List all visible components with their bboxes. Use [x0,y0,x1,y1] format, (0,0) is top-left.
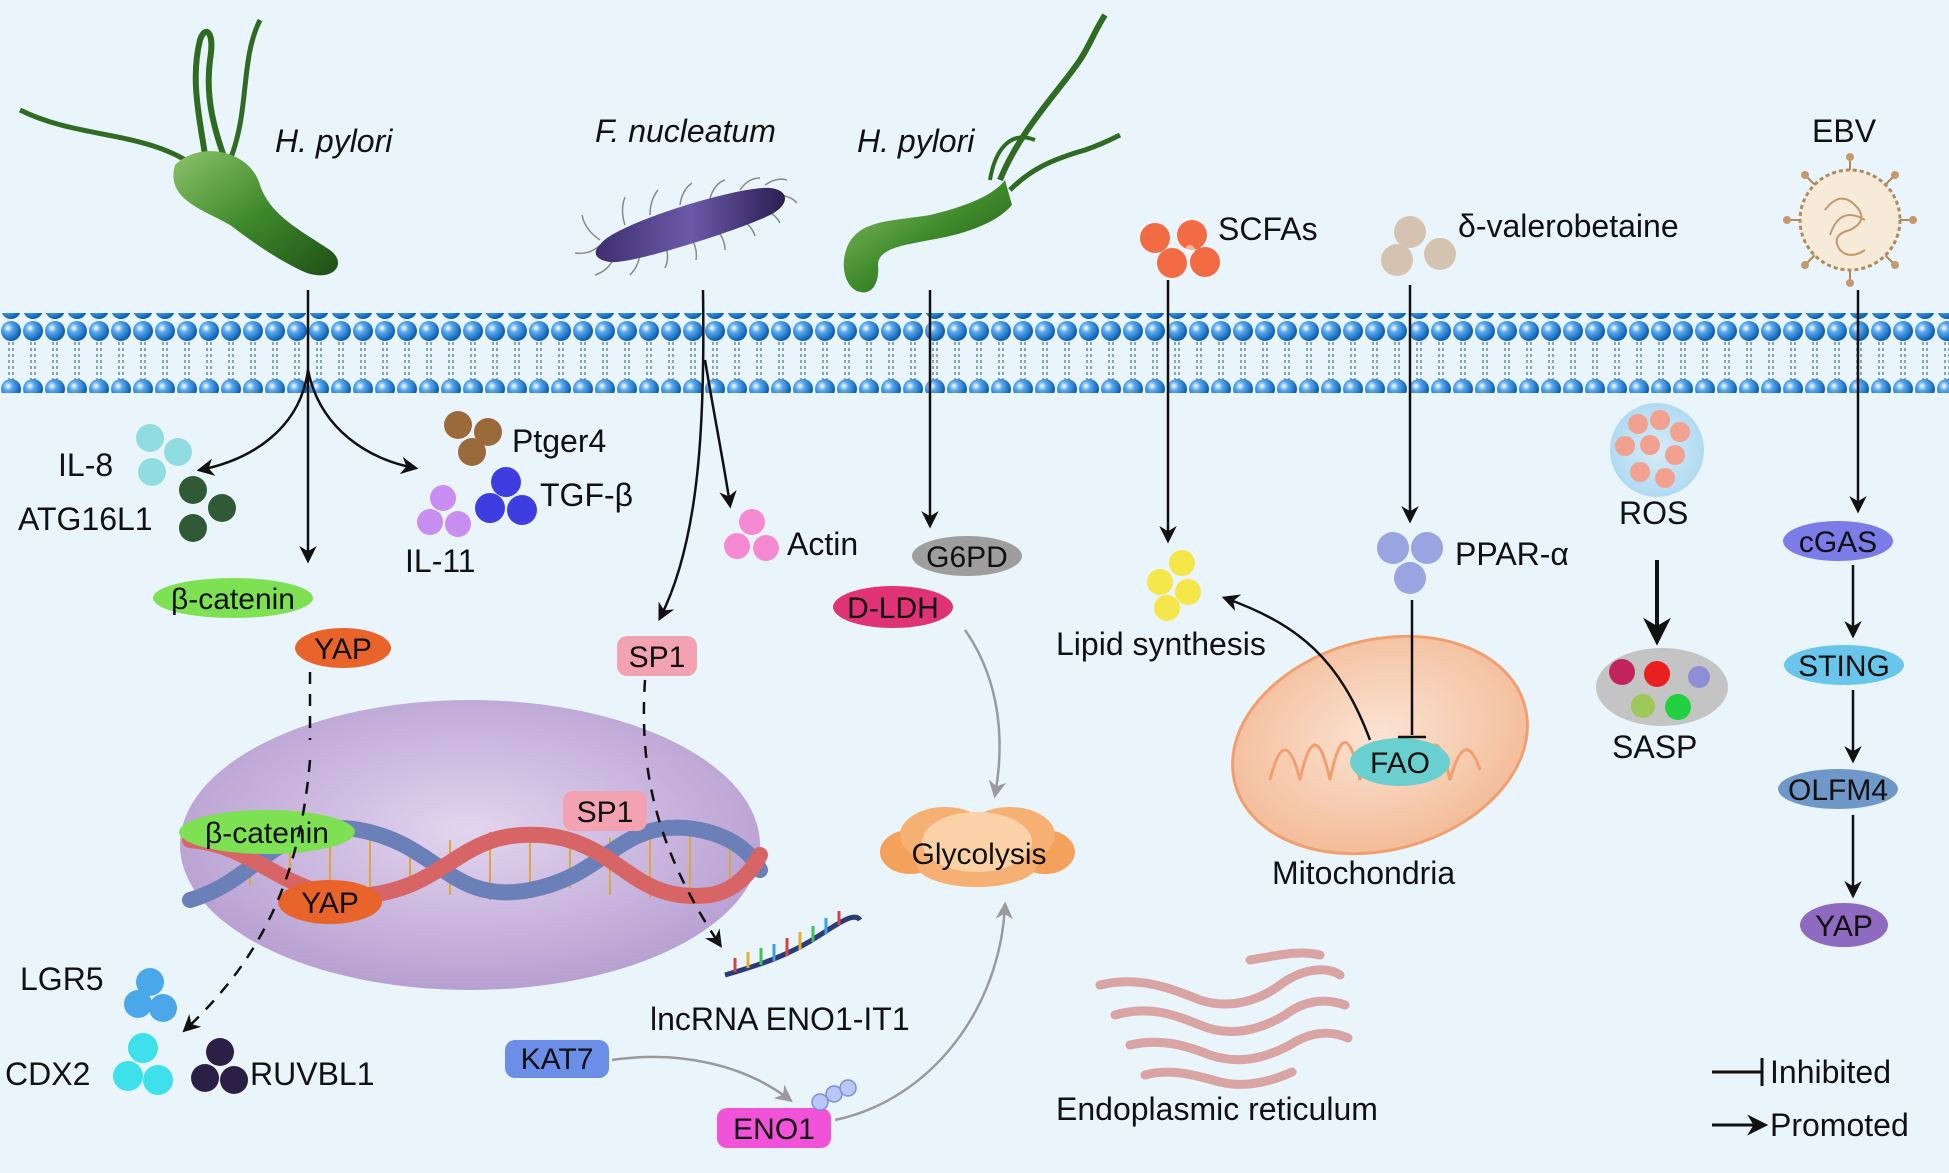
er-label: Endoplasmic reticulum [1056,1091,1378,1127]
arrow-hpylori-il8 [196,369,310,476]
yap-pill-top: YAP [295,628,391,668]
g6pd-pill: G6PD [912,536,1022,576]
actin-icon [724,509,779,561]
ruvbl1-label: RUVBL1 [250,1056,375,1092]
lipid-bilayer-icon [0,313,1949,393]
svg-text:SP1: SP1 [629,641,686,674]
arrow-eno1-glycolysis [834,901,1014,1122]
svg-text:β-catenin: β-catenin [171,583,295,616]
svg-text:YAP: YAP [301,887,359,920]
scfas-label: SCFAs [1218,211,1318,247]
fao-pill: FAO [1350,738,1450,786]
ruvbl1-icon [191,1038,248,1094]
mitochondria-label: Mitochondria [1272,855,1455,891]
tgfb-icon [475,467,537,525]
arrow-fuso-sp1 [658,289,705,622]
bcatenin-pill-top: β-catenin [153,578,313,618]
lipid-synthesis-label: Lipid synthesis [1056,626,1266,662]
fnucleatum-label: F. nucleatum [595,113,776,149]
valerobetaine-icon [1381,216,1456,276]
hpylori-label-1: H. pylori [275,123,393,159]
yap-pill-nucleus: YAP [278,880,382,924]
scfas-icon [1140,220,1220,278]
lncrna-icon [724,911,863,978]
helicobacter-pylori-icon [843,13,1122,293]
svg-text:YAP: YAP [314,633,372,666]
sasp-label: SASP [1612,729,1697,765]
valerobetaine-label: δ-valerobetaine [1458,208,1679,244]
legend: Inhibited Promoted [1712,1054,1909,1143]
il11-label: IL-11 [405,543,476,579]
ebv-label: EBV [1812,113,1877,149]
il11-icon [417,485,471,537]
svg-text:OLFM4: OLFM4 [1788,774,1888,807]
tgfb-label: TGF-β [540,477,633,513]
arrow-fao-lipid [1221,594,1372,741]
ptger4-label: Ptger4 [512,423,606,459]
helicobacter-pylori-icon [18,18,339,276]
cgas-pill: cGAS [1783,521,1893,561]
dashed-arrow-yap-targets [185,672,312,1030]
arrow-dldh-glycolysis [963,629,1007,799]
il8-icon [136,424,192,486]
il8-label: IL-8 [58,447,113,483]
svg-text:ENO1: ENO1 [733,1113,815,1146]
dldh-pill: D-LDH [833,586,953,628]
cdx2-label: CDX2 [5,1056,90,1092]
legend-inhibited-label: Inhibited [1770,1054,1891,1090]
svg-text:STING: STING [1798,650,1890,683]
glycolysis-cloud: Glycolysis [880,807,1075,887]
legend-inhibit-symbol [1712,1058,1764,1086]
kat7-pill: KAT7 [505,1040,609,1078]
fusobacterium-nucleatum-icon [574,177,798,276]
ptger4-icon [444,411,502,466]
svg-text:D-LDH: D-LDH [847,592,939,625]
eno1-pill: ENO1 [717,1108,831,1148]
endoplasmic-reticulum-icon [1095,948,1353,1089]
olfm4-pill: OLFM4 [1778,769,1898,809]
lipid-icon [1147,550,1201,621]
svg-text:cGAS: cGAS [1799,526,1877,559]
hpylori-label-2: H. pylori [857,123,975,159]
yap-pill-ebv: YAP [1800,903,1888,947]
svg-text:Glycolysis: Glycolysis [911,838,1046,871]
lgr5-icon [124,968,177,1022]
actin-label: Actin [787,526,858,562]
svg-text:G6PD: G6PD [926,541,1008,574]
atg16l1-icon [179,476,236,542]
svg-text:SP1: SP1 [577,796,634,829]
lgr5-label: LGR5 [20,961,104,997]
svg-text:KAT7: KAT7 [521,1043,594,1076]
epstein-barr-virus-icon [1783,153,1917,287]
legend-promoted-label: Promoted [1770,1107,1909,1143]
svg-text:FAO: FAO [1370,747,1430,780]
arrow-kat7-eno1 [611,1055,793,1103]
ppara-label: PPAR-α [1455,536,1569,572]
sasp-icon [1596,648,1728,726]
svg-text:β-catenin: β-catenin [205,817,329,850]
dashed-arrow-sp1-lncrna [642,679,722,948]
sp1-pill-top: SP1 [617,636,697,676]
cdx2-icon [113,1033,173,1095]
phosphate-icon [811,1079,857,1111]
arrow-fuso-actin [703,359,737,509]
ppara-icon [1377,532,1443,594]
svg-text:YAP: YAP [1815,910,1873,943]
bcatenin-pill-nucleus: β-catenin [179,810,355,854]
sting-pill: STING [1784,645,1904,685]
sp1-pill-nucleus: SP1 [563,791,647,831]
ros-label: ROS [1619,495,1688,531]
ros-icon [1610,403,1704,497]
arrow-hpylori-ptger4 [306,369,419,475]
atg16l1-label: ATG16L1 [18,501,153,537]
lncrna-label: lncRNA ENO1-IT1 [650,1001,910,1037]
